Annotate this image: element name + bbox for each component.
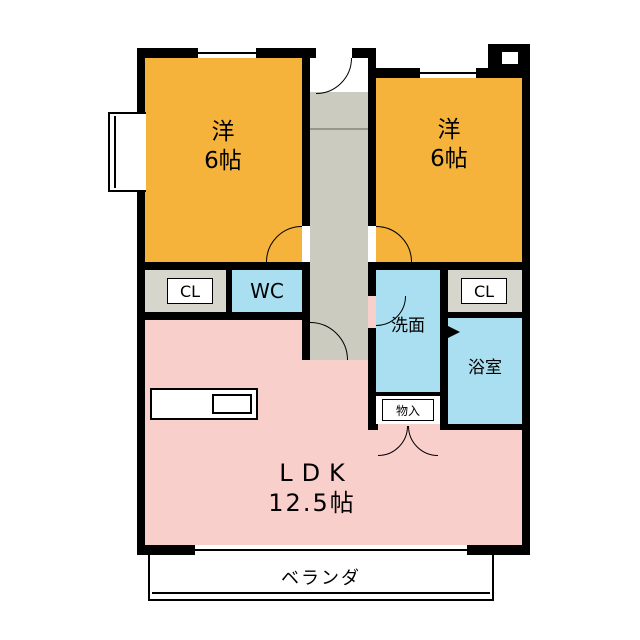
bay-window-line xyxy=(114,116,116,188)
bathroom-label: 浴室 xyxy=(468,358,502,378)
entry-door-opening xyxy=(316,48,352,58)
bathroom-floor xyxy=(448,318,522,424)
veranda-label: ベランダ xyxy=(281,568,361,589)
bedroom-left-label: 洋 6帖 xyxy=(163,118,283,176)
bedroom-right-area: 6帖 xyxy=(430,145,468,172)
wall-storage-bottom-stub xyxy=(368,424,378,430)
bedroom-left-floor xyxy=(145,58,302,262)
entry-step xyxy=(310,128,368,130)
window-top-left-line xyxy=(198,52,256,54)
kitchen-sink xyxy=(212,394,252,414)
bedroom-left-name: 洋 xyxy=(211,119,235,145)
wall-corridor-left-lower xyxy=(302,262,310,360)
closet-right-text: CL xyxy=(473,281,495,301)
storage-text: 物入 xyxy=(395,403,420,418)
bedroom-left-area: 6帖 xyxy=(204,147,242,174)
wall-bathroom-bottom xyxy=(440,424,530,430)
closet-left-label: CL xyxy=(167,278,213,304)
wall-bedrooms-bottom-left xyxy=(145,262,310,270)
wall-right xyxy=(522,44,530,555)
wall-clwc-bottom xyxy=(145,312,310,320)
bedroom-right-floor xyxy=(376,78,522,262)
window-bottom-line xyxy=(195,549,467,551)
closet-right-label: CL xyxy=(461,278,507,304)
storage-label: 物入 xyxy=(382,399,434,421)
wall-corridor-right-mid xyxy=(368,262,376,296)
wall-cl-wc-divider xyxy=(226,270,232,312)
bedroom-right-label: 洋 6帖 xyxy=(389,116,509,174)
washroom-label: 洗面 xyxy=(391,316,425,336)
window-top-right-line xyxy=(420,72,476,74)
wall-corridor-right-upper xyxy=(368,48,376,226)
veranda: ベランダ xyxy=(148,553,494,601)
pipe-space xyxy=(502,52,518,64)
wall-bedrooms-bottom-right xyxy=(368,262,530,270)
wall-left xyxy=(137,48,145,555)
corridor-floor xyxy=(310,92,368,360)
wall-corridor-left-upper xyxy=(302,48,310,226)
closet-left-text: CL xyxy=(179,281,201,301)
bedroom-right-name: 洋 xyxy=(437,117,461,143)
wall-washroom-storage-divider xyxy=(376,392,440,396)
washroom-floor xyxy=(376,268,440,392)
ldk-label: LDK 12.5帖 xyxy=(232,458,392,518)
veranda-railing xyxy=(152,592,490,594)
ldk-name: LDK xyxy=(279,459,354,487)
wc-label: WC xyxy=(250,279,284,303)
wall-corridor-right-lower xyxy=(368,328,376,430)
wall-washroom-right xyxy=(440,262,448,430)
wall-bathroom-top xyxy=(440,312,530,318)
ldk-area: 12.5帖 xyxy=(268,489,356,517)
wc-floor xyxy=(232,270,302,312)
bathroom-door-arrow xyxy=(444,324,460,340)
